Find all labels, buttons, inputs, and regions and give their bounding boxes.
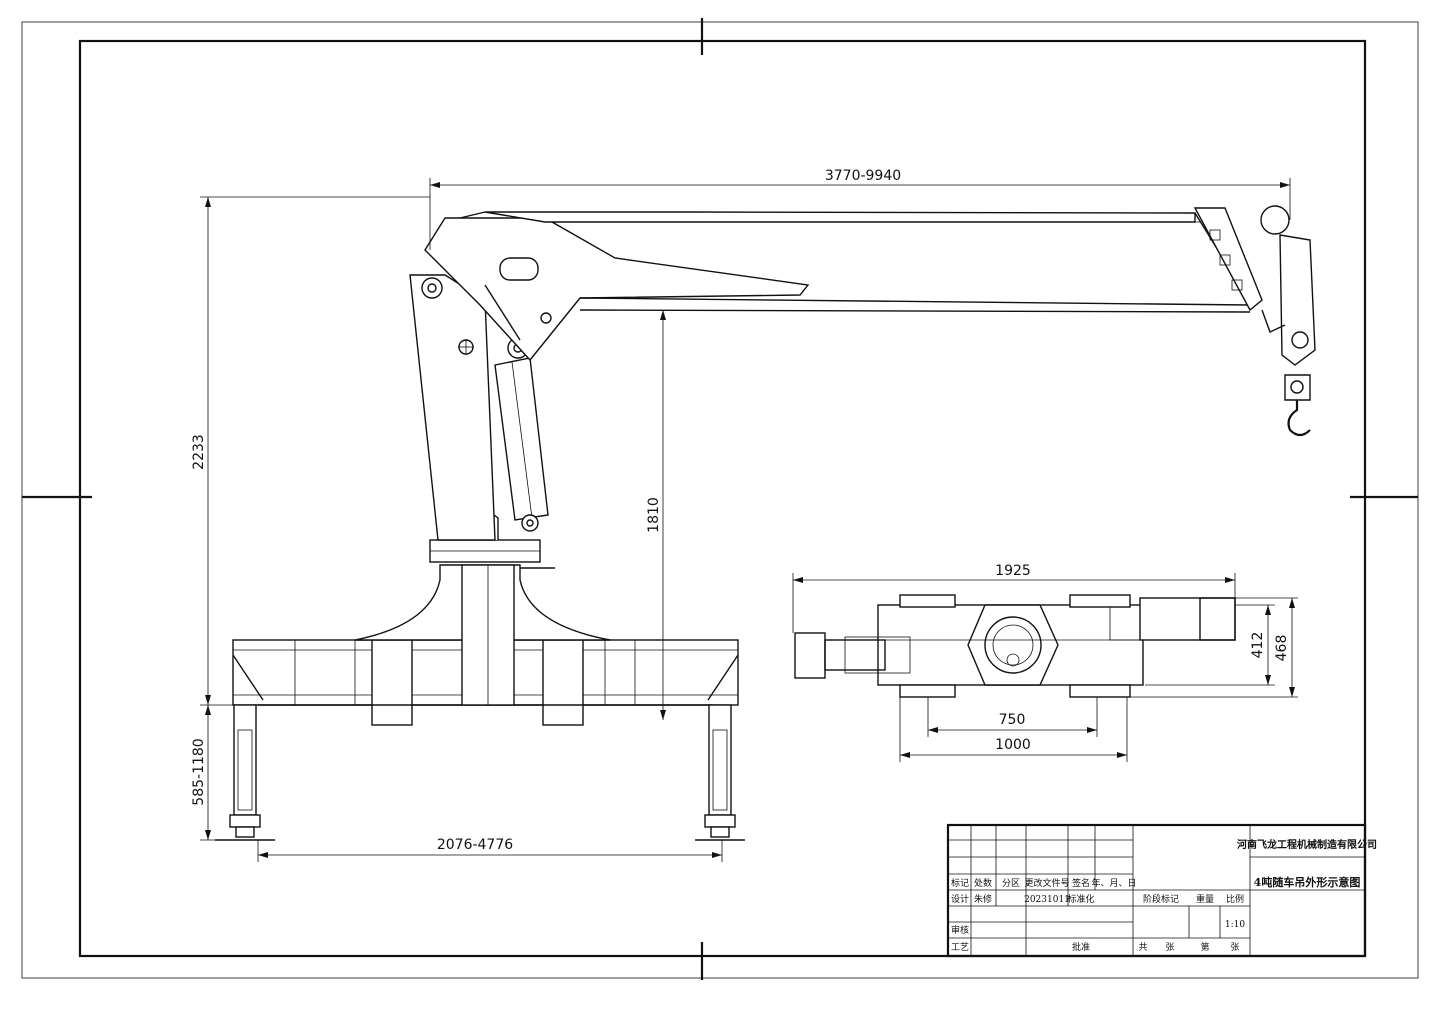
dim-pad-outer: 1000 [899,697,1128,762]
dim-base-width: 1925 [792,563,1236,633]
tb-sheet-unit: 张 [1165,942,1174,953]
dim-total-height: 2233 [191,196,430,706]
tb-header-count: 处数 [974,877,992,889]
dim-base-outer-height: 468 [1130,597,1298,698]
tb-check-label: 审核 [951,924,969,936]
dim-total-height-label: 2233 [191,434,207,470]
dim-pad-inner-label: 750 [999,712,1026,728]
dim-outrigger-span-label: 2076-4776 [437,837,513,853]
luffing-cylinder [494,337,549,532]
outer-border [21,21,1419,979]
tb-designer: 朱修 [974,893,992,905]
tb-header-mark: 标记 [951,877,969,889]
tb-company: 河南飞龙工程机械制造有限公司 [1237,838,1377,851]
boom-head [424,211,810,362]
tb-approve-label: 批准 [1072,941,1090,953]
outrigger-legs [215,704,745,841]
tb-drawing-title: 4吨随车吊外形示意图 [1254,875,1361,889]
dim-outrigger-height: 585-1180 [191,705,232,841]
pulley-hook [1260,205,1316,437]
tb-sheet-total: 共 [1138,942,1147,953]
dim-pad-outer-label: 1000 [995,737,1031,753]
tb-header-date: 年、月、日 [1091,877,1136,889]
tb-weight-label: 重量 [1196,893,1214,905]
dim-boom-reach: 3770-9940 [429,168,1291,250]
tb-stage-mark-label: 阶段标记 [1143,893,1179,905]
dim-outrigger-height-label: 585-1180 [191,738,207,805]
tb-sheet-unit2: 张 [1230,942,1239,953]
dim-outrigger-span: 2076-4776 [257,837,723,862]
tb-date: 20231011 [1024,895,1070,905]
tb-process-label: 工艺 [951,942,969,953]
tb-scale-value: 1:10 [1225,920,1245,930]
base-top-view: 1925 412 468 750 [792,563,1298,762]
dim-column-height: 1810 [646,310,666,720]
dim-base-inner-height-label: 412 [1250,632,1266,659]
tb-header-zone: 分区 [1002,878,1020,889]
dim-pad-inner: 750 [927,697,1098,737]
drawing-frame [78,39,1367,958]
tb-scale-label: 比例 [1226,893,1244,905]
dim-boom-reach-label: 3770-9940 [825,168,901,184]
tb-header-sign: 签名 [1072,877,1090,889]
dim-column-height-label: 1810 [646,497,662,533]
dim-base-width-label: 1925 [995,563,1031,579]
dim-base-inner-height: 412 [1145,604,1275,686]
tb-header-change: 更改文件号 [1024,877,1069,889]
title-block: 河南飞龙工程机械制造有限公司 4吨随车吊外形示意图 标记 处数 分区 更改文件号… [946,823,1377,958]
tb-sheet-no: 第 [1200,941,1209,953]
tb-design-label: 设计 [951,893,969,905]
tb-standardize-label: 标准化 [1067,893,1094,905]
centering-marks [22,18,1418,980]
dim-base-outer-height-label: 468 [1274,635,1290,662]
telescopic-boom [484,207,1263,313]
crane-side-view: 3770-9940 2233 1810 585-1180 [191,168,1316,862]
crane-column [409,274,496,541]
